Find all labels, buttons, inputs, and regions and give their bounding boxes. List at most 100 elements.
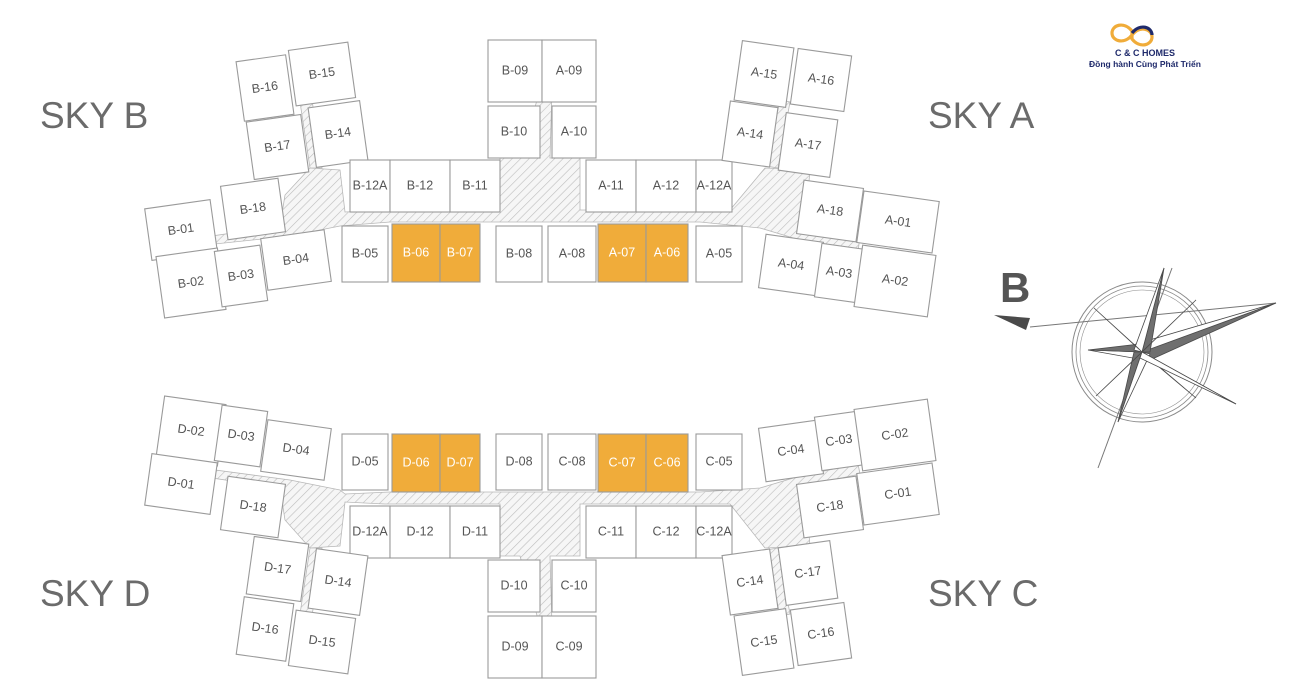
unit-d-16[interactable]: D-16 xyxy=(235,596,295,662)
unit-c-10[interactable]: C-10 xyxy=(551,559,597,613)
unit-b-09[interactable]: B-09 xyxy=(487,39,543,103)
unit-a-15[interactable]: A-15 xyxy=(733,40,795,108)
unit-d-15[interactable]: D-15 xyxy=(287,609,357,675)
unit-c-07[interactable]: C-07 xyxy=(597,433,647,493)
unit-a-03[interactable]: A-03 xyxy=(813,242,865,304)
unit-label: A-03 xyxy=(825,264,853,282)
unit-b-17[interactable]: B-17 xyxy=(245,113,310,181)
unit-c-01[interactable]: C-01 xyxy=(856,462,940,526)
compass-rose-icon: B xyxy=(994,264,1277,469)
unit-label: B-04 xyxy=(282,251,310,269)
unit-c-12[interactable]: C-12 xyxy=(635,505,697,559)
unit-d-10[interactable]: D-10 xyxy=(487,559,541,613)
unit-b-02[interactable]: B-02 xyxy=(155,247,227,319)
unit-d-12a[interactable]: D-12A xyxy=(349,505,391,559)
unit-label: B-01 xyxy=(167,221,195,239)
unit-c-12a[interactable]: C-12A xyxy=(695,505,733,559)
unit-c-14[interactable]: C-14 xyxy=(721,548,779,616)
unit-label: C-01 xyxy=(884,484,913,502)
unit-label: D-18 xyxy=(239,497,268,515)
unit-b-04[interactable]: B-04 xyxy=(260,229,332,291)
unit-c-09[interactable]: C-09 xyxy=(541,615,597,679)
unit-b-15[interactable]: B-15 xyxy=(287,41,357,107)
unit-c-02[interactable]: C-02 xyxy=(853,398,937,472)
unit-c-03[interactable]: C-03 xyxy=(813,410,865,472)
unit-label: B-07 xyxy=(447,245,473,259)
unit-a-08[interactable]: A-08 xyxy=(547,225,597,283)
unit-d-06[interactable]: D-06 xyxy=(391,433,441,493)
unit-c-18[interactable]: C-18 xyxy=(795,475,865,539)
unit-c-06[interactable]: C-06 xyxy=(645,433,689,493)
unit-label: B-09 xyxy=(502,63,528,77)
unit-d-12[interactable]: D-12 xyxy=(389,505,451,559)
unit-b-07[interactable]: B-07 xyxy=(439,223,481,283)
unit-a-14[interactable]: A-14 xyxy=(721,100,779,168)
unit-a-10[interactable]: A-10 xyxy=(551,105,597,159)
unit-label: C-06 xyxy=(653,455,680,469)
unit-a-02[interactable]: A-02 xyxy=(853,244,937,318)
unit-b-08[interactable]: B-08 xyxy=(495,225,543,283)
unit-d-11[interactable]: D-11 xyxy=(449,505,501,559)
unit-a-12a[interactable]: A-12A xyxy=(695,159,733,213)
unit-b-12a[interactable]: B-12A xyxy=(349,159,391,213)
unit-a-09[interactable]: A-09 xyxy=(541,39,597,103)
unit-c-17[interactable]: C-17 xyxy=(777,540,839,606)
unit-a-06[interactable]: A-06 xyxy=(645,223,689,283)
unit-label: C-10 xyxy=(560,578,587,592)
unit-c-05[interactable]: C-05 xyxy=(695,433,743,491)
unit-d-07[interactable]: D-07 xyxy=(439,433,481,493)
infinity-logo-icon xyxy=(1110,23,1154,47)
unit-label: A-09 xyxy=(556,63,582,77)
unit-label: D-12 xyxy=(406,524,433,538)
unit-d-05[interactable]: D-05 xyxy=(341,433,389,491)
unit-c-15[interactable]: C-15 xyxy=(733,608,795,676)
unit-b-01[interactable]: B-01 xyxy=(144,199,218,261)
unit-c-04[interactable]: C-04 xyxy=(757,419,825,483)
unit-a-12[interactable]: A-12 xyxy=(635,159,697,213)
unit-a-05[interactable]: A-05 xyxy=(695,225,743,283)
unit-label: B-18 xyxy=(239,200,267,218)
unit-c-11[interactable]: C-11 xyxy=(585,505,637,559)
unit-a-16[interactable]: A-16 xyxy=(789,47,853,113)
unit-a-07[interactable]: A-07 xyxy=(597,223,647,283)
compass-direction-label: B xyxy=(1000,264,1030,311)
unit-b-03[interactable]: B-03 xyxy=(213,244,269,308)
unit-a-17[interactable]: A-17 xyxy=(777,112,839,178)
unit-a-18[interactable]: A-18 xyxy=(795,179,865,243)
unit-label: C-16 xyxy=(807,624,836,642)
unit-a-01[interactable]: A-01 xyxy=(856,190,940,254)
unit-d-14[interactable]: D-14 xyxy=(307,548,369,616)
unit-label: C-15 xyxy=(750,632,779,650)
unit-d-01[interactable]: D-01 xyxy=(144,453,218,515)
unit-b-06[interactable]: B-06 xyxy=(391,223,441,283)
unit-label: D-05 xyxy=(351,454,378,468)
unit-label: D-09 xyxy=(501,639,528,653)
unit-label: C-12A xyxy=(696,524,732,538)
unit-d-09[interactable]: D-09 xyxy=(487,615,543,679)
unit-label: C-09 xyxy=(555,639,582,653)
unit-b-14[interactable]: B-14 xyxy=(307,100,369,168)
unit-b-18[interactable]: B-18 xyxy=(219,177,287,241)
unit-b-16[interactable]: B-16 xyxy=(235,54,295,122)
unit-label: A-17 xyxy=(794,136,822,154)
unit-c-16[interactable]: C-16 xyxy=(789,601,853,667)
unit-label: B-16 xyxy=(251,79,279,97)
unit-label: C-02 xyxy=(881,425,910,443)
unit-c-08[interactable]: C-08 xyxy=(547,433,597,491)
unit-d-18[interactable]: D-18 xyxy=(219,475,287,539)
unit-d-17[interactable]: D-17 xyxy=(245,535,310,603)
unit-a-11[interactable]: A-11 xyxy=(585,159,637,213)
block-label-sky-b: SKY B xyxy=(40,95,148,136)
unit-d-04[interactable]: D-04 xyxy=(260,419,332,481)
unit-label: C-11 xyxy=(598,524,624,538)
unit-b-11[interactable]: B-11 xyxy=(449,159,501,213)
unit-label: D-14 xyxy=(324,572,353,590)
unit-a-04[interactable]: A-04 xyxy=(757,233,825,297)
unit-label: A-04 xyxy=(777,256,805,274)
unit-d-08[interactable]: D-08 xyxy=(495,433,543,491)
unit-b-12[interactable]: B-12 xyxy=(389,159,451,213)
unit-b-05[interactable]: B-05 xyxy=(341,225,389,283)
unit-d-03[interactable]: D-03 xyxy=(213,404,269,468)
unit-b-10[interactable]: B-10 xyxy=(487,105,541,159)
